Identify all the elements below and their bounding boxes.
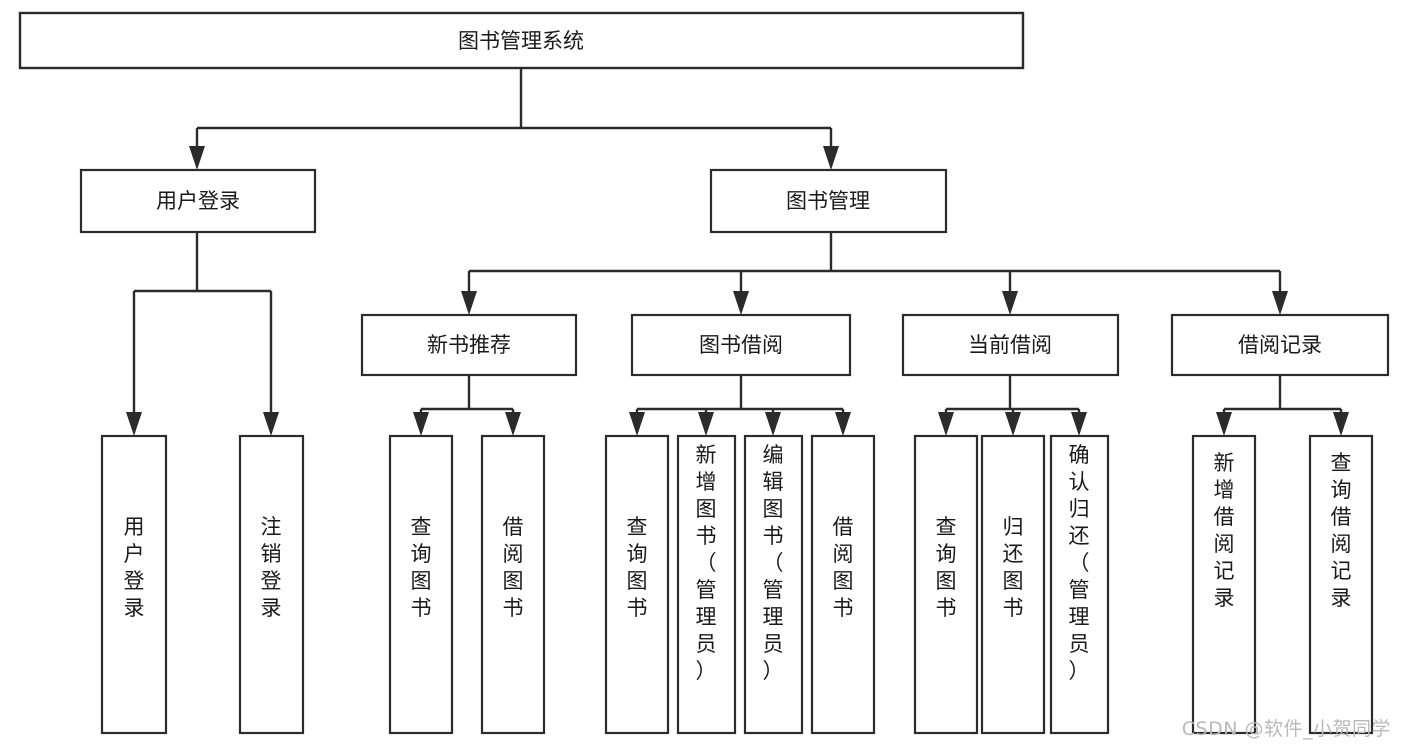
- node-current-borrow-label: 当前借阅: [968, 333, 1052, 357]
- node-book-manage[interactable]: 图书管理: [709, 168, 948, 234]
- node-leaf-borrow-book-1-label: 借阅图书: [503, 515, 524, 620]
- arrow-head-leaf-add-record: [1216, 412, 1232, 436]
- node-leaf-query-book-3-label: 查询图书: [936, 515, 957, 620]
- arrow-head-user-login: [189, 146, 205, 170]
- arrow-head-leaf-borrow-book-1: [505, 412, 521, 436]
- node-leaf-return-book-box[interactable]: [980, 434, 1046, 735]
- arrow-head-leaf-edit-book: [765, 412, 781, 436]
- node-leaf-query-book-2-label: 查询图书: [627, 515, 648, 620]
- node-leaf-query-book-3[interactable]: 查询图书: [913, 434, 979, 735]
- node-leaf-user-login[interactable]: 用户登录: [100, 434, 168, 735]
- node-book-manage-box[interactable]: [709, 168, 948, 234]
- node-leaf-query-book-2[interactable]: 查询图书: [604, 434, 670, 735]
- edge-layer: [126, 68, 1349, 436]
- node-leaf-user-login-box[interactable]: [100, 434, 168, 735]
- node-borrow-record[interactable]: 借阅记录: [1170, 313, 1390, 377]
- node-leaf-edit-book[interactable]: 编辑图书（管理员）: [743, 434, 804, 735]
- node-leaf-confirm-return[interactable]: 确认归还（管理员）: [1049, 434, 1110, 735]
- node-book-borrow[interactable]: 图书借阅: [630, 313, 852, 377]
- arrow-head-leaf-return-book: [1005, 412, 1021, 436]
- node-leaf-borrow-book-2-label: 借阅图书: [833, 515, 854, 620]
- node-leaf-confirm-return-box[interactable]: [1049, 434, 1110, 735]
- node-leaf-add-book[interactable]: 新增图书（管理员）: [676, 434, 737, 735]
- node-user-login-box[interactable]: [79, 168, 317, 234]
- node-book-borrow-label: 图书借阅: [699, 333, 783, 357]
- arrow-head-leaf-query-book-2: [629, 412, 645, 436]
- arrow-head-book-borrow: [733, 291, 749, 315]
- arrow-head-book-manage: [823, 146, 839, 170]
- node-leaf-query-book-1-box[interactable]: [388, 434, 454, 735]
- node-leaf-return-book-label: 归还图书: [1003, 515, 1024, 620]
- node-current-borrow-box[interactable]: [901, 313, 1120, 377]
- node-root[interactable]: 图书管理系统: [18, 11, 1025, 70]
- node-leaf-add-book-label: 新增图书（管理员）: [696, 443, 717, 683]
- node-new-book-rec[interactable]: 新书推荐: [360, 313, 578, 377]
- node-new-book-rec-box[interactable]: [360, 313, 578, 377]
- node-leaf-add-record-label: 新增借阅记录: [1214, 451, 1235, 610]
- node-leaf-add-book-box[interactable]: [676, 434, 737, 735]
- node-leaf-user-login-label: 用户登录: [124, 515, 145, 620]
- arrow-head-new-book-rec: [461, 291, 477, 315]
- node-leaf-query-book-3-box[interactable]: [913, 434, 979, 735]
- node-leaf-borrow-book-1-box[interactable]: [480, 434, 546, 735]
- node-leaf-query-record-label: 查询借阅记录: [1331, 451, 1352, 610]
- node-leaf-logout-label: 注销登录: [261, 515, 282, 620]
- arrow-head-leaf-query-record: [1333, 412, 1349, 436]
- node-leaf-query-book-1-label: 查询图书: [411, 515, 432, 620]
- arrow-head-current-borrow: [1002, 291, 1018, 315]
- node-leaf-logout-box[interactable]: [238, 434, 305, 735]
- node-leaf-confirm-return-label: 确认归还（管理员）: [1069, 443, 1090, 683]
- arrow-head-leaf-logout: [263, 412, 279, 436]
- node-leaf-add-record-box[interactable]: [1191, 434, 1257, 735]
- node-book-borrow-box[interactable]: [630, 313, 852, 377]
- node-leaf-return-book[interactable]: 归还图书: [980, 434, 1046, 735]
- arrow-head-leaf-user-login: [126, 412, 142, 436]
- node-root-box[interactable]: [18, 11, 1025, 70]
- node-leaf-borrow-book-1[interactable]: 借阅图书: [480, 434, 546, 735]
- node-user-login-label: 用户登录: [156, 189, 240, 213]
- node-leaf-logout[interactable]: 注销登录: [238, 434, 305, 735]
- arrow-head-leaf-confirm-return: [1071, 412, 1087, 436]
- node-current-borrow[interactable]: 当前借阅: [901, 313, 1120, 377]
- arrow-head-borrow-record: [1272, 291, 1288, 315]
- node-leaf-query-book-2-box[interactable]: [604, 434, 670, 735]
- node-new-book-rec-label: 新书推荐: [427, 333, 511, 357]
- node-leaf-query-record-box[interactable]: [1308, 434, 1374, 735]
- arrow-head-leaf-query-book-3: [938, 412, 954, 436]
- arrow-head-leaf-borrow-book-2: [835, 412, 851, 436]
- node-borrow-record-box[interactable]: [1170, 313, 1390, 377]
- node-leaf-edit-book-label: 编辑图书（管理员）: [763, 443, 784, 683]
- node-leaf-borrow-book-2[interactable]: 借阅图书: [810, 434, 876, 735]
- node-leaf-query-record[interactable]: 查询借阅记录: [1308, 434, 1374, 735]
- node-leaf-borrow-book-2-box[interactable]: [810, 434, 876, 735]
- node-leaf-edit-book-box[interactable]: [743, 434, 804, 735]
- node-leaf-add-record[interactable]: 新增借阅记录: [1191, 434, 1257, 735]
- node-borrow-record-label: 借阅记录: [1238, 333, 1322, 357]
- node-root-label: 图书管理系统: [458, 29, 584, 53]
- node-book-manage-label: 图书管理: [786, 189, 870, 213]
- node-user-login[interactable]: 用户登录: [79, 168, 317, 234]
- node-leaf-query-book-1[interactable]: 查询图书: [388, 434, 454, 735]
- arrow-head-leaf-query-book-1: [413, 412, 429, 436]
- arrow-head-leaf-add-book: [698, 412, 714, 436]
